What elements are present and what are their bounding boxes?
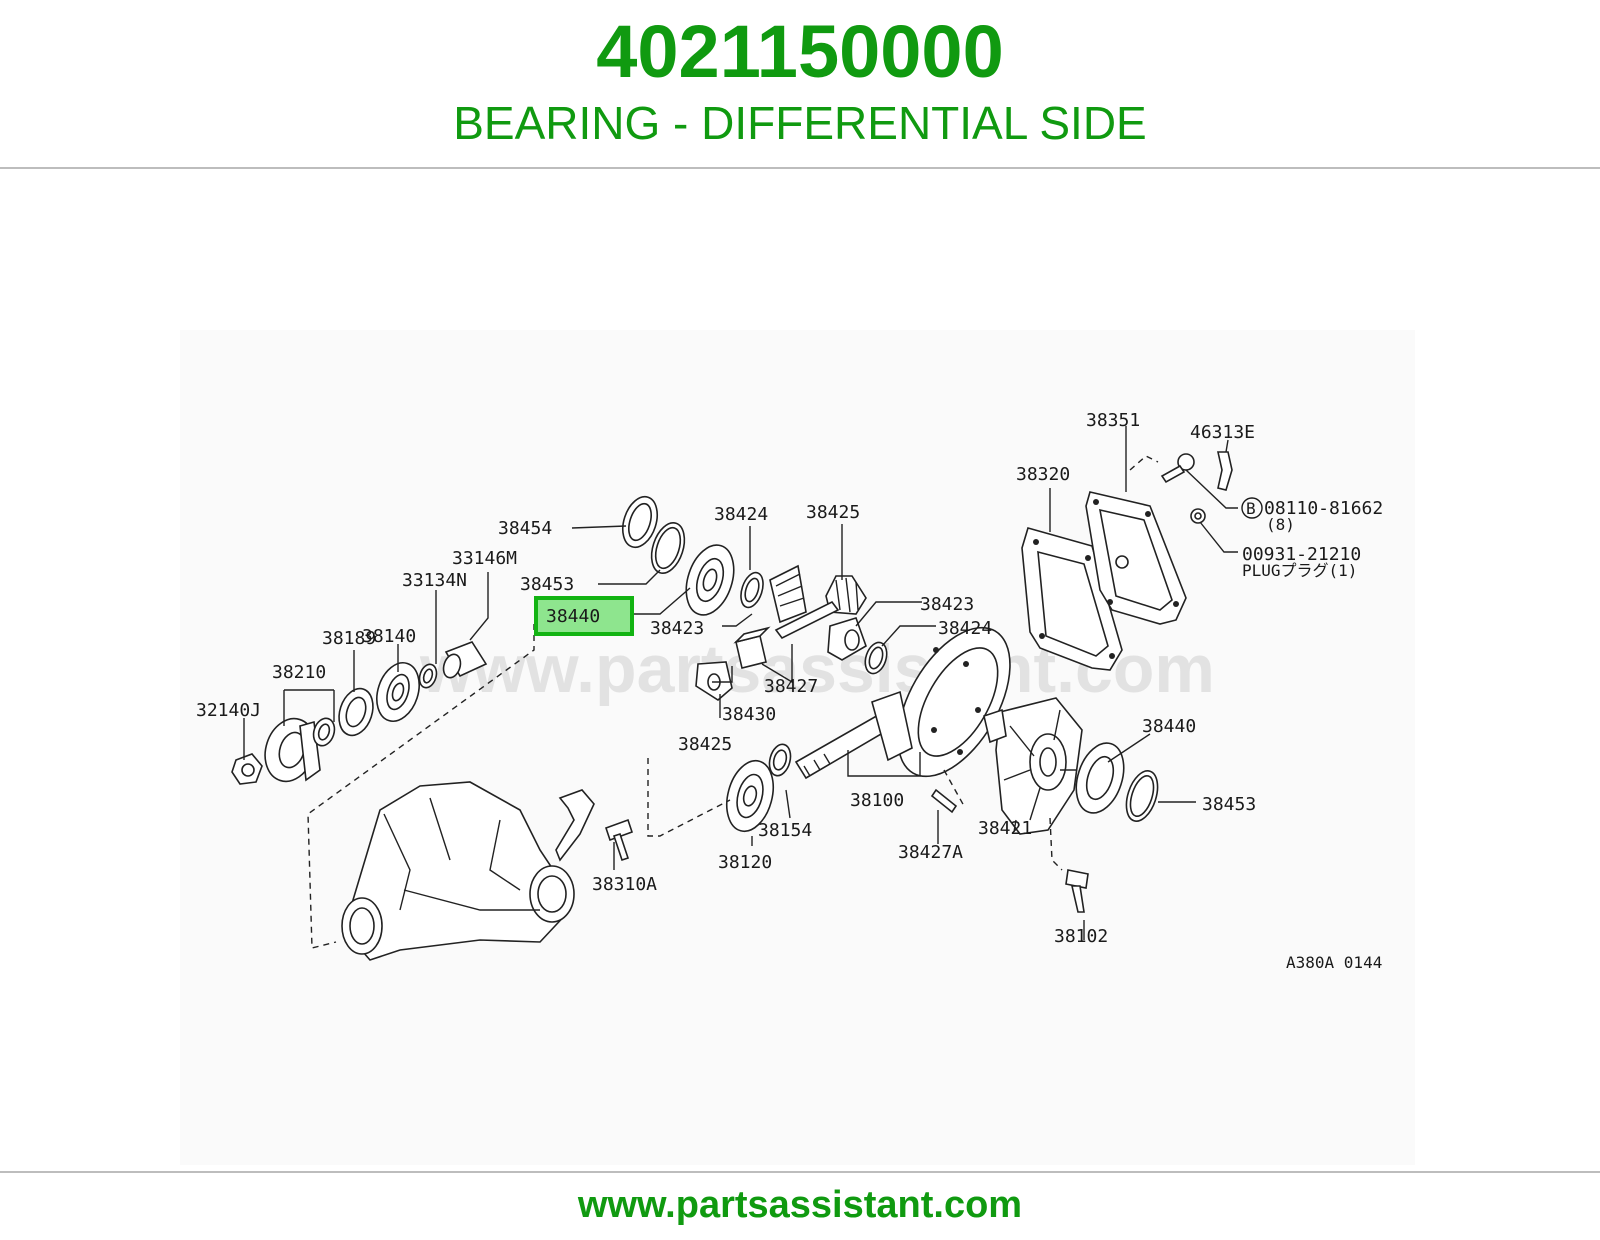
ring-gear-bolt[interactable]	[1065, 869, 1089, 913]
callout-38424-upper[interactable]: 38424	[714, 504, 768, 525]
companion-flange[interactable]	[257, 712, 322, 788]
callout-38427A[interactable]: 38427A	[898, 842, 963, 863]
callout-38100[interactable]: 38100	[850, 790, 904, 811]
callout-38310A[interactable]: 38310A	[592, 874, 657, 895]
callout-38189[interactable]: 38189	[322, 628, 376, 649]
callout-38102[interactable]: 38102	[1054, 926, 1108, 947]
callout-38440-right[interactable]: 38440	[1142, 716, 1196, 737]
footer-divider	[0, 1171, 1600, 1173]
companion-flange-spacer[interactable]	[310, 716, 338, 749]
pinion-bearing-inner[interactable]	[719, 756, 780, 837]
bearing-cap[interactable]	[555, 789, 595, 862]
side-gear-lower[interactable]	[827, 617, 867, 661]
callout-38154[interactable]: 38154	[758, 820, 812, 841]
pinion-bearing-outer[interactable]	[370, 657, 427, 726]
pinion-height-washer[interactable]	[766, 742, 794, 778]
callout-08110-qty: (8)	[1266, 515, 1295, 534]
side-bearing-shim[interactable]	[646, 519, 691, 578]
callout-33134N[interactable]: 33134N	[402, 570, 467, 591]
callout-08110-81662[interactable]: 08110-81662	[1264, 498, 1383, 519]
callout-38425-lower[interactable]: 38425	[678, 734, 732, 755]
differential-carrier-housing[interactable]	[341, 781, 575, 961]
cover-bolt[interactable]	[1160, 453, 1195, 484]
callout-32140J[interactable]: 32140J	[196, 700, 261, 721]
leader-lines	[243, 426, 1238, 940]
callout-labels: 38351 46313E 38320 B 08110-81662 (8) 009…	[196, 410, 1383, 972]
pinion-mate-shaft[interactable]	[774, 600, 840, 640]
thrust-washer-lower[interactable]	[862, 640, 891, 677]
callout-38423-left[interactable]: 38423	[650, 618, 704, 639]
companion-flange-nut[interactable]	[231, 753, 263, 785]
callout-38421[interactable]: 38421	[978, 818, 1032, 839]
diagram-reference-code: A380A 0144	[1286, 953, 1382, 972]
callout-38320[interactable]: 38320	[1016, 464, 1070, 485]
bolt-symbol-circle	[1241, 497, 1263, 519]
callout-33146M[interactable]: 33146M	[452, 548, 517, 569]
highlight-box	[534, 596, 634, 636]
callout-38120[interactable]: 38120	[718, 852, 772, 873]
side-bearing-highlighted[interactable]	[678, 539, 742, 621]
differential-side-shim-right[interactable]	[1121, 767, 1164, 825]
callout-38425-upper[interactable]: 38425	[806, 502, 860, 523]
callout-38424-lower[interactable]: 38424	[938, 618, 992, 639]
callout-00931-plug: PLUGプラグ(1)	[1242, 561, 1357, 580]
callout-38351[interactable]: 38351	[1086, 410, 1140, 431]
drive-pinion[interactable]	[794, 690, 913, 780]
assembly-line-bolt	[1049, 817, 1063, 871]
pinion-washer[interactable]	[417, 662, 440, 690]
thrust-block[interactable]	[733, 626, 771, 669]
callout-38427[interactable]: 38427	[764, 676, 818, 697]
differential-side-bearing-right[interactable]	[1068, 737, 1132, 819]
ring-gear[interactable]	[875, 609, 1033, 795]
part-number: 4021150000	[596, 10, 1004, 93]
rear-cover[interactable]	[1085, 491, 1187, 625]
side-bearing-race[interactable]	[617, 492, 664, 551]
side-gear-upper[interactable]	[769, 564, 807, 624]
callout-38430[interactable]: 38430	[722, 704, 776, 725]
collapsible-spacer[interactable]	[441, 641, 488, 680]
exploded-parts-diagram: www.partsassistant.com	[0, 170, 1600, 1170]
callout-38210[interactable]: 38210	[272, 662, 326, 683]
page-header: 4021150000 BEARING - DIFFERENTIAL SIDE	[0, 0, 1600, 168]
callout-38453-upper[interactable]: 38453	[520, 574, 574, 595]
cover-clip[interactable]	[1217, 451, 1233, 491]
callout-46313E[interactable]: 46313E	[1190, 422, 1255, 443]
lock-pin[interactable]	[930, 788, 958, 814]
callout-00931-21210[interactable]: 00931-21210	[1242, 544, 1361, 565]
pinion-oil-seal[interactable]	[333, 684, 378, 740]
diagram-background	[180, 330, 1415, 1165]
callout-38453-lower[interactable]: 38453	[1202, 794, 1256, 815]
assembly-line-pin	[943, 769, 965, 807]
header-divider	[0, 167, 1600, 169]
callout-38423-right[interactable]: 38423	[920, 594, 974, 615]
footer-website-link[interactable]: www.partsassistant.com	[577, 1184, 1023, 1226]
differential-case[interactable]	[983, 697, 1083, 835]
thrust-washer-upper[interactable]	[737, 570, 767, 610]
bolt-symbol-letter: B	[1246, 499, 1256, 518]
bearing-cap-bolt[interactable]	[604, 818, 634, 862]
callout-38440-highlighted[interactable]: 38440	[546, 606, 600, 627]
pinion-mate-gear-upper[interactable]	[825, 575, 867, 615]
rear-cover-gasket[interactable]	[1021, 527, 1123, 671]
drain-plug[interactable]	[1190, 508, 1206, 524]
callout-38140[interactable]: 38140	[362, 626, 416, 647]
assembly-line-pinion-bearing	[647, 758, 731, 837]
callout-38454[interactable]: 38454	[498, 518, 552, 539]
part-name: BEARING - DIFFERENTIAL SIDE	[453, 97, 1147, 149]
